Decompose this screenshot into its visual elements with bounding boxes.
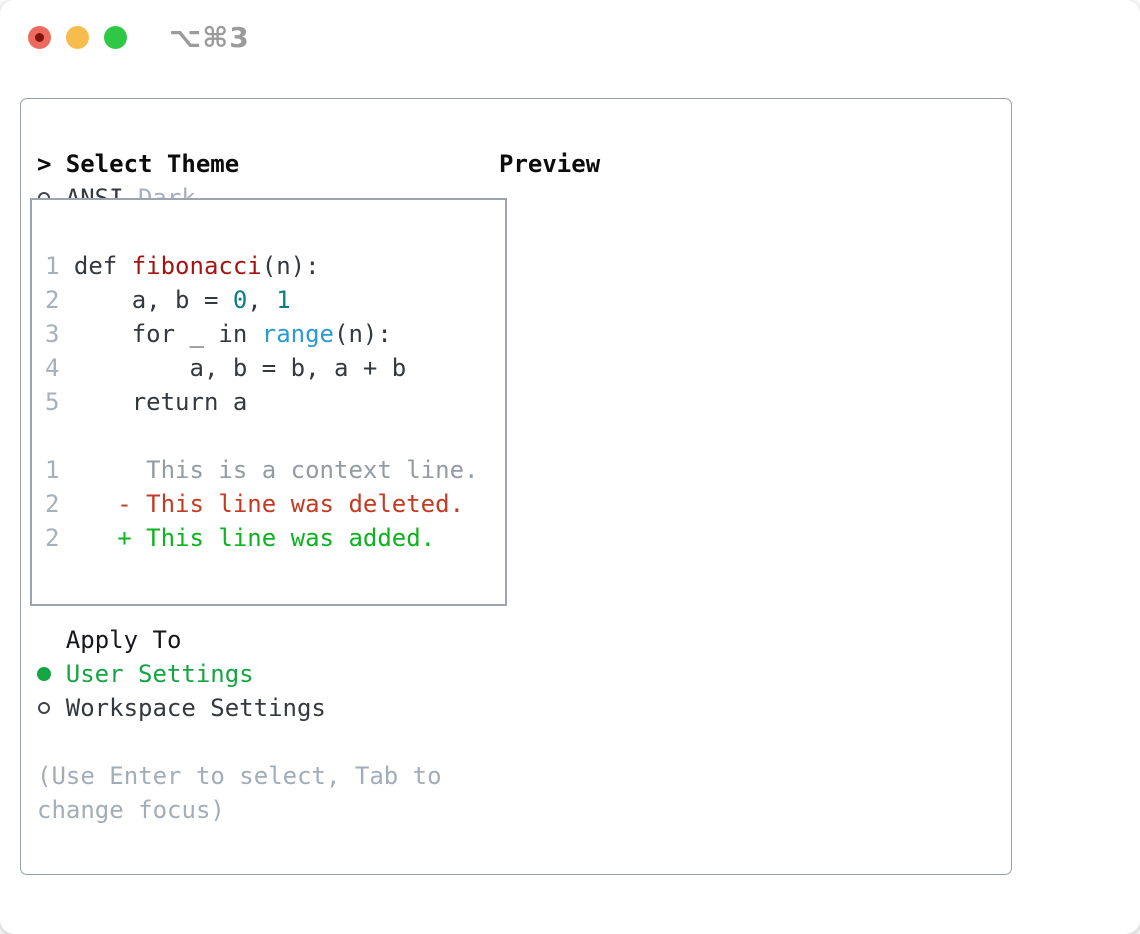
apply-to-item-user-settings[interactable]: User Settings [37, 657, 442, 691]
code-line: 5 return a [45, 385, 505, 419]
code-segment-deleted: - This line was deleted. [59, 490, 465, 518]
code-segment-ln: 1 [45, 456, 60, 484]
code-line: 4 a, b = b, a + b [45, 351, 505, 385]
apply-to-title: Apply To [65, 626, 182, 654]
code-segment-ln: 2 [45, 524, 60, 552]
code-segment-added: + This line was added. [59, 524, 436, 552]
prompt-icon: > [36, 150, 52, 178]
code-segment-plain: return a [59, 388, 248, 416]
code-segment-plain: a, b = [59, 286, 233, 314]
zoom-button[interactable] [104, 25, 127, 49]
select-theme-title: Select Theme [65, 150, 240, 178]
code-segment-plain: (n): [261, 252, 320, 280]
code-segment-plain: a, b = b, a + b [59, 354, 407, 382]
code-segment-ln: 3 [45, 320, 60, 348]
keyboard-hint: (Use Enter to select, Tab to change focu… [37, 762, 442, 824]
radio-slot [37, 702, 51, 714]
radio-slot [37, 667, 52, 681]
code-segment-num: 1 [276, 286, 291, 314]
apply-to-item-workspace-settings[interactable]: Workspace Settings [37, 691, 442, 725]
apply-to-label: User Settings [65, 660, 254, 688]
record-dot-icon [35, 32, 44, 42]
apply-to-header: Apply To [37, 623, 442, 657]
code-segment-ln: 5 [45, 388, 60, 416]
select-theme-header: > Select Theme [37, 147, 442, 181]
code-line: 2 + This line was added. [45, 521, 505, 555]
code-segment-func: fibonacci [131, 252, 262, 280]
radio-icon [38, 702, 51, 714]
code-segment-builtin: range [261, 320, 334, 348]
preview-column: Preview [499, 147, 600, 181]
apply-to-label: Workspace Settings [65, 694, 326, 722]
code-segment-ln: 2 [45, 286, 60, 314]
code-line: 1 This is a context line. [45, 453, 505, 487]
window-title: ⌥⌘3 [169, 20, 250, 54]
code-segment-plain: for _ in [59, 320, 262, 348]
code-line: 1 def fibonacci(n): [45, 249, 505, 283]
code-line: 2 - This line was deleted. [45, 487, 505, 521]
code-segment-ln: 2 [45, 490, 60, 518]
code-segment-ln: 4 [45, 354, 60, 382]
close-button[interactable] [28, 25, 51, 49]
code-segment-context: This is a context line. [59, 456, 479, 484]
code-line: 3 for _ in range(n): [45, 317, 505, 351]
minimize-button[interactable] [66, 25, 89, 49]
code-line: 2 a, b = 0, 1 [45, 283, 505, 317]
code-segment-num: 0 [232, 286, 248, 314]
preview-title: Preview [499, 150, 601, 178]
theme-picker-panel: > Select Theme ANSIDarkAtom OneDarkAyuDa… [20, 98, 1012, 875]
code-segment-ln: 1 [45, 252, 60, 280]
code-segment-plain: (n): [334, 320, 392, 348]
radio-selected-icon [37, 667, 52, 681]
titlebar: ⌥⌘3 [28, 21, 250, 54]
code-line [45, 419, 505, 453]
code-segment-plain: def [59, 252, 132, 280]
code-segment-plain: , [247, 286, 277, 314]
